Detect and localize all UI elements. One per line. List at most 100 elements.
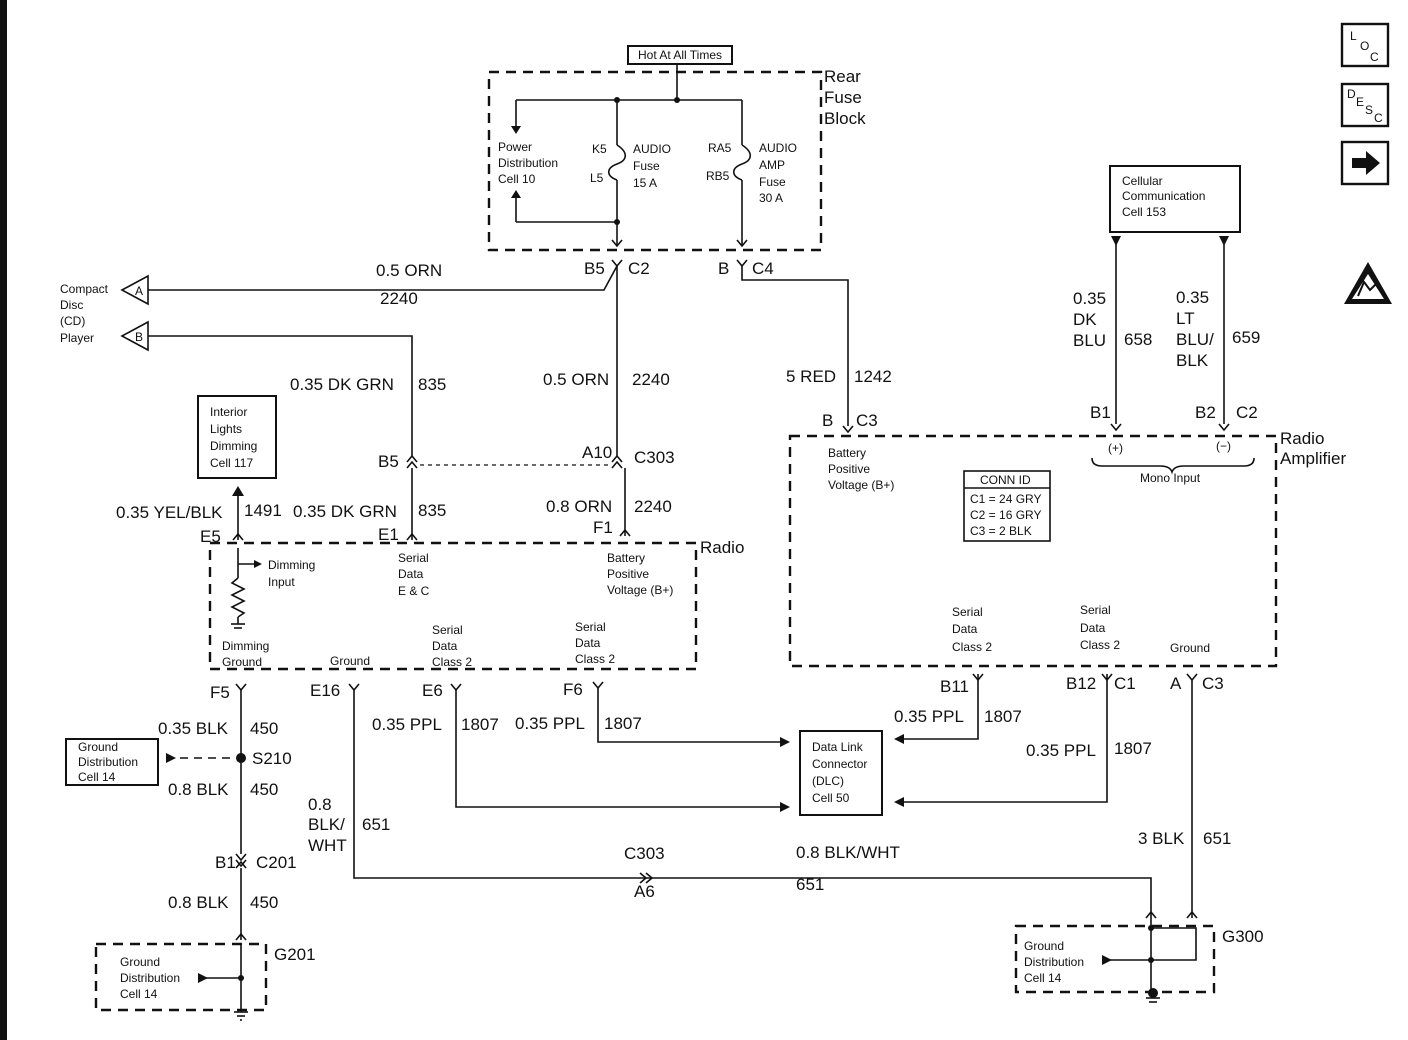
wire-08blk-2: 0.8 BLK bbox=[168, 893, 229, 912]
splice-s210: S210 bbox=[252, 749, 292, 768]
conn-c303-mid: C303 bbox=[634, 448, 675, 467]
radio-outline bbox=[208, 541, 698, 671]
battery-radio-label: Battery Positive Voltage (B+) bbox=[607, 551, 673, 597]
wire-035ppl-3: 0.35 PPL bbox=[894, 707, 964, 726]
pin-b12: B12 bbox=[1066, 674, 1096, 693]
wire-035dkgrn-1: 0.35 DK GRN bbox=[290, 375, 394, 394]
wire-035dkblu: 0.35 DK BLU bbox=[1073, 289, 1111, 350]
wire-035ppl-1: 0.35 PPL bbox=[372, 715, 442, 734]
g201-outline bbox=[94, 942, 268, 1012]
audio-amp-fuse-label: AUDIO AMP Fuse 30 A bbox=[759, 141, 800, 205]
conn-a10: A10 bbox=[582, 443, 612, 462]
wire-5red: 5 RED bbox=[786, 367, 836, 386]
svg-text:L: L bbox=[1350, 29, 1357, 43]
mono-minus-label: (−) bbox=[1216, 439, 1231, 453]
conn-b-top: B bbox=[718, 259, 729, 278]
conn-id-rows: C1 = 24 GRY C2 = 16 GRY C3 = 2 BLK bbox=[970, 492, 1045, 538]
serial-class2-c-label: Serial Data Class 2 bbox=[952, 605, 992, 654]
conn-c2-top: C2 bbox=[628, 259, 650, 278]
svg-text:O: O bbox=[1360, 39, 1369, 53]
wire-2240-mid: 2240 bbox=[632, 370, 670, 389]
svg-text:D: D bbox=[1347, 87, 1356, 101]
g300-outline bbox=[1014, 924, 1216, 994]
wire-651-3: 651 bbox=[1203, 829, 1231, 848]
wire-3blk: 3 BLK bbox=[1138, 829, 1185, 848]
fuse-l5-label: L5 bbox=[590, 171, 604, 185]
wire-450-3: 450 bbox=[250, 893, 278, 912]
dimming-ground-label: Dimming Ground bbox=[222, 639, 273, 669]
wire-08blkwht: 0.8 BLK/WHT bbox=[796, 843, 900, 862]
desc-icon[interactable]: D E S C bbox=[1340, 82, 1390, 128]
pin-f6: F6 bbox=[563, 680, 583, 699]
wire-450-2: 450 bbox=[250, 780, 278, 799]
conn-c1: C1 bbox=[1114, 674, 1136, 693]
svg-text:C: C bbox=[1370, 50, 1379, 64]
fuse-k5-label: K5 bbox=[592, 142, 607, 156]
wire-835-1: 835 bbox=[418, 375, 446, 394]
wire-035dkgrn-2: 0.35 DK GRN bbox=[293, 502, 397, 521]
conn-c3-low: C3 bbox=[1202, 674, 1224, 693]
ground-amp-label: Ground bbox=[1170, 641, 1210, 655]
wire-05orn-top: 0.5 ORN bbox=[376, 261, 442, 280]
radio-amplifier-label: Radio Amplifier bbox=[1280, 429, 1346, 468]
wire-1491: 1491 bbox=[244, 501, 282, 520]
radio-amplifier-outline bbox=[788, 434, 1278, 668]
conn-b1-low: B1 bbox=[215, 853, 236, 872]
loc-icon[interactable]: L O C bbox=[1340, 22, 1390, 68]
conn-c3-amp: C3 bbox=[856, 411, 878, 430]
wire-1242: 1242 bbox=[854, 367, 892, 386]
pin-b1-amp: B1 bbox=[1090, 403, 1111, 422]
conn-b5-mid: B5 bbox=[378, 452, 399, 471]
conn-c303-low: C303 bbox=[624, 844, 665, 863]
pin-f1: F1 bbox=[593, 518, 613, 537]
page-edge bbox=[0, 0, 7, 1040]
wire-659: 659 bbox=[1232, 328, 1260, 347]
wire-651-2: 651 bbox=[796, 875, 824, 894]
wire-651-1: 651 bbox=[362, 815, 390, 834]
conn-c4-top: C4 bbox=[752, 259, 774, 278]
pin-f5: F5 bbox=[210, 683, 230, 702]
arrow-right-icon[interactable] bbox=[1340, 140, 1390, 186]
fuse-ra5-label: RA5 bbox=[708, 141, 732, 155]
serial-class2-b-label: Serial Data Class 2 bbox=[575, 620, 615, 666]
wire-1807-3: 1807 bbox=[984, 707, 1022, 726]
wire-08blk-1: 0.8 BLK bbox=[168, 780, 229, 799]
mono-input-label: Mono Input bbox=[1140, 471, 1201, 485]
pin-b-c3: B bbox=[822, 411, 833, 430]
wire-2240-low: 2240 bbox=[634, 497, 672, 516]
wire-450-1: 450 bbox=[250, 719, 278, 738]
wire-08blkwht-vert: 0.8 BLK/ WHT bbox=[308, 795, 350, 855]
hot-at-all-times-label: Hot At All Times bbox=[638, 48, 722, 62]
dlc-label: Data Link Connector (DLC) Cell 50 bbox=[812, 740, 871, 805]
interior-lights-label: Interior Lights Dimming Cell 117 bbox=[210, 405, 261, 470]
wire-035yelblk: 0.35 YEL/BLK bbox=[116, 503, 223, 522]
ground-dist-g300-label: Ground Distribution Cell 14 bbox=[1024, 939, 1087, 985]
pin-b2-amp: B2 bbox=[1195, 403, 1216, 422]
ground-g300: G300 bbox=[1222, 927, 1264, 946]
wire-035ltblu: 0.35 LT BLU/ BLK bbox=[1176, 288, 1219, 370]
cellular-label: Cellular Communication Cell 153 bbox=[1122, 174, 1209, 219]
conn-c2-amp: C2 bbox=[1236, 403, 1258, 422]
conn-id-title: CONN ID bbox=[980, 473, 1031, 487]
conn-b-label: B bbox=[135, 330, 143, 344]
wire-1807-2: 1807 bbox=[604, 714, 642, 733]
ground-g201: G201 bbox=[274, 945, 316, 964]
serial-data-ec-label: Serial Data E & C bbox=[398, 551, 432, 598]
svg-text:C: C bbox=[1374, 111, 1383, 125]
wire-2240-top: 2240 bbox=[380, 289, 418, 308]
hot-at-all-times-box bbox=[627, 45, 733, 65]
rear-fuse-block-label: Rear Fuse Block bbox=[824, 67, 867, 128]
conn-a6: A6 bbox=[634, 882, 655, 901]
serial-class2-a-label: Serial Data Class 2 bbox=[432, 623, 472, 669]
pin-e5: E5 bbox=[200, 527, 221, 546]
svg-text:S: S bbox=[1365, 103, 1373, 117]
ground-radio-label: Ground bbox=[330, 654, 370, 668]
dlc-box bbox=[799, 730, 883, 816]
serial-class2-d-label: Serial Data Class 2 bbox=[1080, 603, 1120, 652]
audio-fuse-label: AUDIO Fuse 15 A bbox=[633, 142, 674, 190]
svg-text:E: E bbox=[1356, 95, 1364, 109]
wire-658: 658 bbox=[1124, 330, 1152, 349]
conn-id-box bbox=[963, 470, 1051, 542]
